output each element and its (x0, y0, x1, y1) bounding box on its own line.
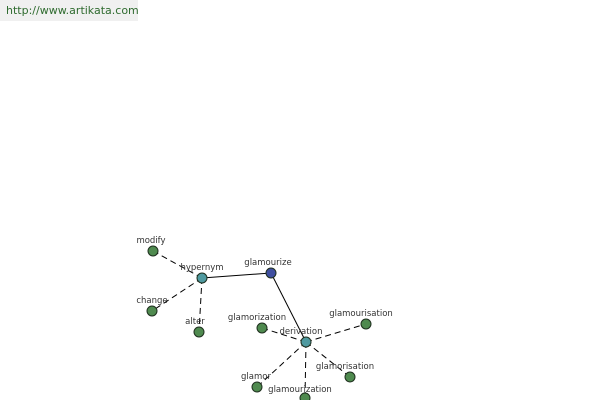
node-modify[interactable] (147, 245, 159, 257)
node-label-hypernym[interactable]: hypernym (180, 263, 223, 273)
node-label-glamorization[interactable]: glamorization (228, 313, 286, 323)
edge-derivation-glamourisation (305, 323, 367, 343)
edge-glamourize-hypernym (201, 272, 272, 279)
node-label-alter[interactable]: alter (185, 317, 205, 327)
node-alter[interactable] (193, 326, 205, 338)
node-label-derivation[interactable]: derivation (279, 327, 322, 337)
node-change[interactable] (146, 305, 158, 317)
graph-edges (151, 250, 367, 399)
node-label-glamourization[interactable]: glamourization (268, 385, 332, 395)
edge-derivation-glamorization (261, 327, 307, 343)
graph-nodes (146, 245, 372, 400)
node-glamorization[interactable] (256, 322, 268, 334)
node-label-modify[interactable]: modify (136, 236, 165, 246)
site-url[interactable]: http://www.artikata.com (0, 0, 139, 21)
node-glamourisation[interactable] (360, 318, 372, 330)
graph-labels: glamourize hypernym derivation modify change… (136, 236, 392, 395)
node-glamor[interactable] (251, 381, 263, 393)
node-hypernym[interactable] (196, 272, 208, 284)
node-label-change[interactable]: change (136, 296, 167, 306)
node-label-glamourisation[interactable]: glamourisation (329, 309, 393, 319)
node-label-glamourize[interactable]: glamourize (244, 258, 291, 268)
node-derivation[interactable] (300, 336, 312, 348)
node-glamourization[interactable] (299, 392, 311, 400)
edge-hypernym-alter (198, 277, 203, 333)
node-glamourize[interactable] (265, 267, 277, 279)
edge-derivation-glamor (256, 341, 307, 388)
node-label-glamor[interactable]: glamor (241, 372, 271, 382)
edge-glamourize-derivation (270, 272, 307, 343)
edge-hypernym-change (151, 277, 203, 312)
node-label-glamorisation[interactable]: glamorisation (316, 362, 374, 372)
node-glamorisation[interactable] (344, 371, 356, 383)
